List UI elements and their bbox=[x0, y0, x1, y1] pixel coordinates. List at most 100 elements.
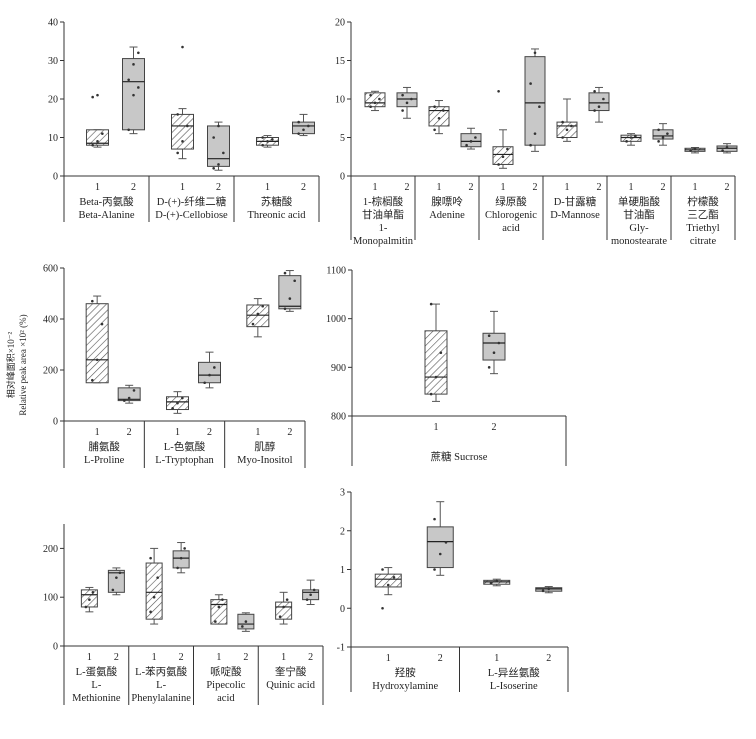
sample-label: 2 bbox=[405, 182, 410, 193]
y-tick-label: 0 bbox=[340, 604, 345, 615]
box-sample-2 bbox=[107, 567, 125, 596]
group-label: Hydroxylamine bbox=[372, 681, 438, 692]
y-axis-label-en: Relative peak area ×10² (%) bbox=[18, 314, 28, 415]
box-sample-2 bbox=[524, 48, 546, 152]
group-label: D-(+)-Cellobiose bbox=[155, 210, 228, 221]
data-point bbox=[217, 124, 220, 128]
sample-label: 1 bbox=[434, 422, 439, 433]
y-tick-label: 100 bbox=[43, 593, 58, 604]
group-label: Methionine bbox=[72, 693, 121, 704]
group-label: L-苯丙氨酸 bbox=[135, 665, 187, 678]
sample-label: 2 bbox=[469, 182, 474, 193]
data-point bbox=[283, 271, 287, 275]
group-label: Triethyl bbox=[686, 223, 720, 234]
box-iqr bbox=[198, 361, 221, 384]
data-point bbox=[381, 568, 384, 571]
box-iqr bbox=[396, 92, 418, 108]
data-point bbox=[657, 128, 660, 132]
group-label: 苏糖酸 bbox=[261, 195, 293, 208]
box-sample-1 bbox=[210, 594, 228, 625]
data-point bbox=[538, 105, 541, 108]
box-iqr bbox=[275, 601, 293, 620]
box-sample-2 bbox=[302, 579, 320, 606]
box-iqr bbox=[246, 304, 270, 328]
data-point bbox=[222, 151, 225, 155]
box-sample-1 bbox=[256, 135, 279, 148]
data-point bbox=[302, 128, 305, 132]
sample-label: 2 bbox=[661, 182, 666, 193]
y-tick-label: 400 bbox=[43, 315, 58, 326]
box-iqr bbox=[278, 275, 302, 310]
sample-label: 2 bbox=[114, 652, 119, 663]
y-tick-label: 1000 bbox=[326, 314, 346, 325]
sample-label: 1 bbox=[95, 182, 100, 193]
data-point bbox=[381, 606, 384, 610]
data-point bbox=[181, 140, 184, 143]
data-point bbox=[283, 307, 287, 311]
y-tick-label: 15 bbox=[335, 56, 345, 67]
data-point bbox=[127, 396, 131, 400]
sample-label: 1 bbox=[565, 182, 570, 193]
data-point bbox=[433, 568, 436, 571]
box-iqr bbox=[426, 526, 454, 569]
data-point bbox=[489, 581, 493, 585]
group-label: Pipecolic bbox=[206, 680, 245, 691]
sample-label: 2 bbox=[207, 427, 212, 438]
sample-label: 2 bbox=[179, 652, 184, 663]
box-sample-2 bbox=[172, 542, 190, 574]
group-label: 甘油单酯 bbox=[362, 208, 404, 221]
data-point bbox=[438, 552, 442, 556]
sample-label: 2 bbox=[301, 182, 306, 193]
group-label: L-色氨酸 bbox=[164, 440, 206, 453]
box-sample-2 bbox=[426, 501, 454, 576]
box-sample-1 bbox=[171, 45, 194, 160]
data-point bbox=[597, 105, 601, 108]
data-point bbox=[721, 149, 724, 152]
sample-label: 1 bbox=[180, 182, 185, 193]
data-point bbox=[96, 93, 99, 97]
group-label: 1- bbox=[379, 223, 388, 234]
data-point bbox=[91, 143, 94, 147]
data-point bbox=[297, 120, 300, 124]
data-point bbox=[378, 97, 381, 101]
group-label: 哌啶酸 bbox=[210, 665, 242, 678]
data-point bbox=[429, 392, 433, 396]
sample-label: 1 bbox=[281, 652, 286, 663]
data-point bbox=[217, 605, 221, 609]
y-tick-label: 0 bbox=[53, 642, 58, 653]
data-point bbox=[634, 134, 637, 138]
data-point bbox=[497, 90, 500, 93]
data-point bbox=[176, 113, 179, 116]
group-label: 蔗糖 Sucrose bbox=[431, 450, 488, 463]
data-point bbox=[533, 51, 537, 55]
data-point bbox=[208, 373, 211, 377]
box-sample-2 bbox=[237, 612, 255, 632]
data-point bbox=[101, 132, 104, 135]
data-point bbox=[261, 304, 264, 308]
sample-label: 2 bbox=[308, 652, 313, 663]
data-point bbox=[570, 124, 573, 128]
y-tick-label: -1 bbox=[337, 643, 345, 654]
data-point bbox=[132, 389, 136, 392]
data-point bbox=[123, 399, 126, 402]
box-iqr bbox=[424, 330, 448, 395]
data-point bbox=[392, 575, 396, 579]
sample-label: 2 bbox=[438, 653, 443, 664]
sample-label: 2 bbox=[533, 182, 538, 193]
group-label: Beta-丙氨酸 bbox=[79, 195, 134, 208]
data-point bbox=[312, 588, 316, 592]
data-point bbox=[96, 140, 99, 143]
box-sample-2 bbox=[198, 351, 221, 389]
data-point bbox=[282, 605, 285, 609]
sample-label: 1 bbox=[152, 652, 157, 663]
sample-label: 2 bbox=[243, 652, 248, 663]
y-tick-label: 40 bbox=[48, 18, 58, 29]
data-point bbox=[437, 116, 441, 120]
sample-label: 2 bbox=[492, 422, 497, 433]
data-point bbox=[171, 406, 174, 410]
group-label: L-异丝氨酸 bbox=[488, 666, 540, 679]
data-point bbox=[474, 136, 477, 139]
data-point bbox=[244, 620, 248, 623]
